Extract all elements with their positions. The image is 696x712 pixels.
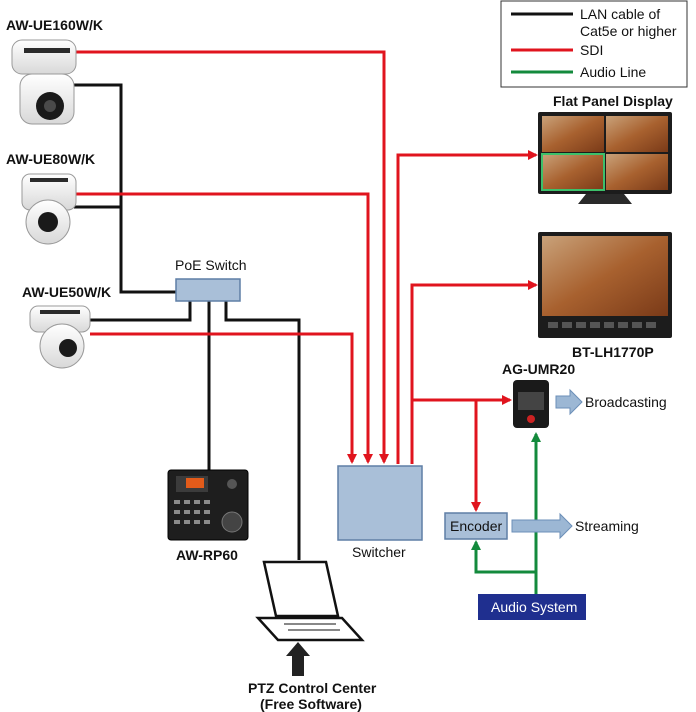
poe-switch-box: [175, 278, 241, 302]
encoder[interactable]: Encoder: [444, 512, 508, 540]
camera-ue160-head: [11, 39, 77, 75]
legend-lan-label: LAN cable of: [580, 6, 660, 22]
legend-lan-label-2: Cat5e or higher: [580, 23, 677, 39]
camera-ue50[interactable]: AW-UE50W/K: [22, 284, 111, 369]
poe-switch-label: PoE Switch: [175, 257, 247, 273]
switcher[interactable]: Switcher: [337, 465, 423, 560]
recorder-ag-umr20[interactable]: AG-UMR20: [502, 361, 575, 428]
audio-system-label: Audio System: [491, 599, 577, 615]
switcher-box: [337, 465, 423, 541]
flat-panel-display[interactable]: Flat Panel Display: [538, 93, 673, 204]
sdi-cam2: [74, 192, 373, 464]
up-arrow-icon: [286, 642, 310, 676]
audio-system[interactable]: Audio System: [478, 594, 586, 620]
audio-lines: [471, 432, 541, 594]
sdi-to-monitor: [410, 280, 538, 464]
broadcasting-output: Broadcasting: [555, 388, 667, 416]
sdi-to-flat-panel: [396, 150, 538, 464]
joystick-icon: [221, 511, 243, 533]
flat-panel-label: Flat Panel Display: [553, 93, 673, 109]
laptop-icon[interactable]: [255, 560, 365, 642]
streaming-output: Streaming: [511, 512, 639, 540]
switcher-label: Switcher: [352, 544, 406, 560]
lan-laptop: [224, 300, 301, 560]
broadcasting-arrow-icon: [555, 388, 583, 416]
streaming-arrow-icon: [511, 512, 573, 540]
camera-ue50-lens: [59, 339, 77, 357]
audio-system-box: [478, 594, 586, 620]
poe-switch[interactable]: PoE Switch: [175, 257, 247, 302]
sdi-cables: [72, 50, 538, 512]
software-label-1: PTZ Control Center: [248, 680, 377, 696]
camera-ue80-lens: [38, 212, 58, 232]
controller-rp60[interactable]: AW-RP60: [167, 469, 249, 563]
camera-ue160-label: AW-UE160W/K: [6, 17, 103, 33]
lan-cam3: [90, 300, 192, 322]
encoder-label: Encoder: [450, 518, 502, 534]
camera-ue80-label: AW-UE80W/K: [6, 151, 95, 167]
sdi-cam1: [72, 50, 389, 464]
software-label-2: (Free Software): [260, 696, 362, 712]
camera-ue80[interactable]: AW-UE80W/K: [6, 151, 95, 245]
monitor-bt-lh1770p[interactable]: BT-LH1770P: [538, 232, 672, 360]
broadcasting-label: Broadcasting: [585, 394, 667, 410]
monitor-label: BT-LH1770P: [572, 344, 654, 360]
camera-ue50-label: AW-UE50W/K: [22, 284, 111, 300]
recorder-label: AG-UMR20: [502, 361, 575, 377]
streaming-label: Streaming: [575, 518, 639, 534]
camera-ue160[interactable]: AW-UE160W/K: [6, 17, 103, 125]
audio-to-encoder: [471, 540, 536, 574]
sdi-cam3: [90, 332, 357, 464]
lan-cables: [72, 83, 301, 560]
legend-sdi-label: SDI: [580, 42, 603, 58]
legend-audio-label: Audio Line: [580, 64, 646, 80]
encoder-box: [444, 512, 508, 540]
lan-cam1: [72, 83, 176, 294]
legend: LAN cable of Cat5e or higher SDI Audio L…: [500, 0, 688, 88]
controller-rp60-label: AW-RP60: [176, 547, 238, 563]
